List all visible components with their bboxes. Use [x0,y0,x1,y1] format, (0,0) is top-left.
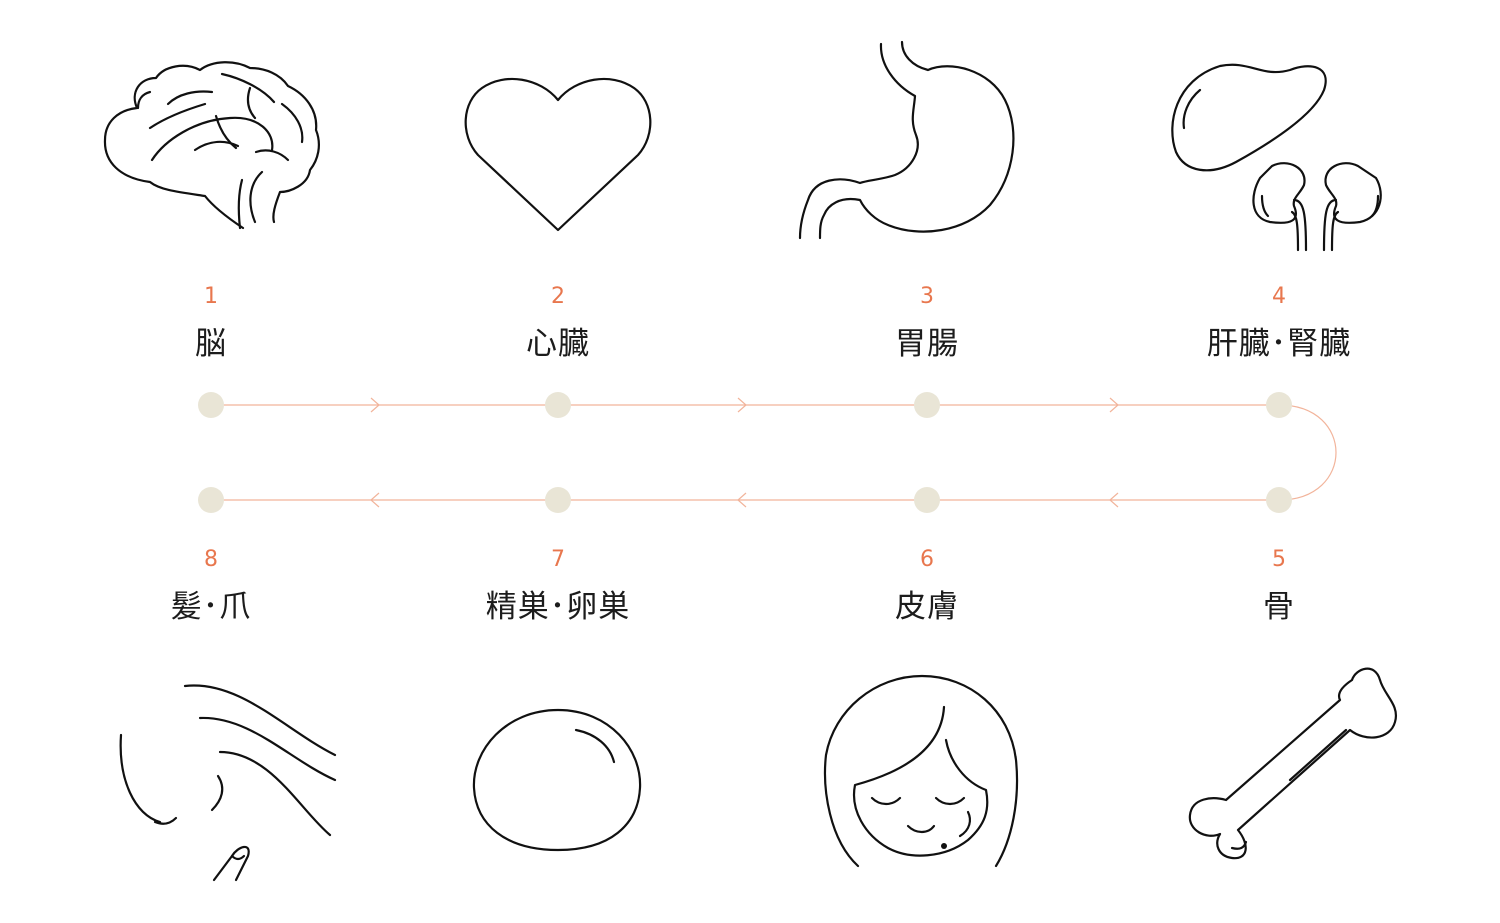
step-number-8: 8 [204,547,218,572]
flow-dots [198,392,1292,513]
step-dot-7 [545,487,571,513]
step-number-4: 4 [1272,284,1286,309]
step-label-7: 精巣･卵巣 [485,589,631,625]
arrow-left-2 [737,492,747,508]
step-label-6: 皮膚 [895,589,959,625]
step-number-6: 6 [920,547,934,572]
arrow-left-1 [1109,492,1119,508]
bone-icon [1188,667,1398,860]
step-number-5: 5 [1272,547,1286,572]
face-skin-icon [823,674,1019,868]
step-label-1: 脳 [195,326,227,362]
gonad-icon [472,708,642,852]
heart-icon [464,77,652,232]
step-label-4: 肝臓･腎臓 [1206,326,1352,362]
flow-turn [1278,404,1337,501]
step-number-1: 1 [204,284,218,309]
step-dot-5 [1266,487,1292,513]
step-label-8: 髪･爪 [170,589,252,625]
arrow-right-3 [1109,397,1119,413]
step-dot-4 [1266,392,1292,418]
arrow-right-2 [737,397,747,413]
step-label-5: 骨 [1263,589,1295,625]
step-dot-2 [545,392,571,418]
arrow-right-1 [370,397,380,413]
step-number-3: 3 [920,284,934,309]
brain-icon [103,61,320,230]
liver-kidney-icon [1171,63,1382,252]
step-label-3: 胃腸 [895,326,959,362]
stomach-icon [798,40,1015,240]
step-number-2: 2 [551,284,565,309]
step-label-2: 心臓 [526,326,590,362]
step-dot-3 [914,392,940,418]
step-dot-1 [198,392,224,418]
arrow-left-3 [370,492,380,508]
step-number-7: 7 [551,547,565,572]
step-dot-6 [914,487,940,513]
hair-nail-icon [119,684,337,882]
flow-lines [211,397,1337,508]
step-dot-8 [198,487,224,513]
